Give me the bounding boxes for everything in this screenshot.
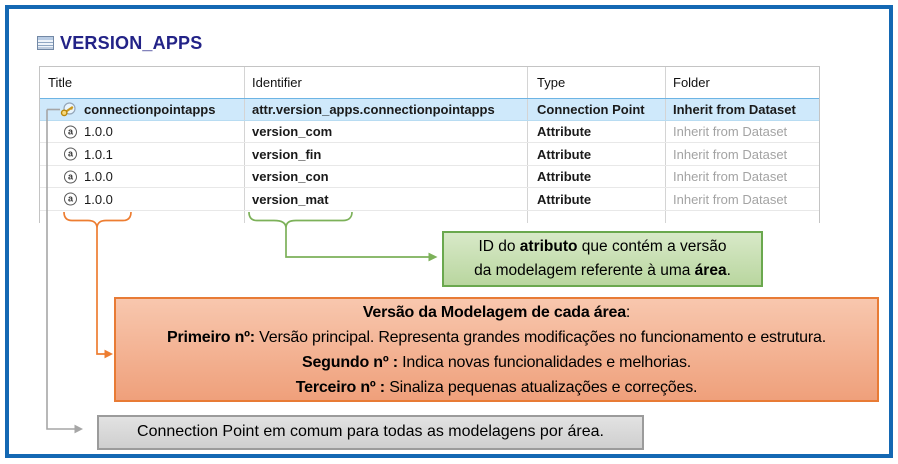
cell-type: Connection Point [528, 99, 666, 120]
cell-title: 1.0.0 [84, 124, 113, 139]
table-row-version-mat[interactable]: a 1.0.0 version_mat Attribute Inherit fr… [40, 188, 819, 211]
cell-folder: Inherit from Dataset [673, 124, 788, 139]
connection-point-key-icon [60, 101, 76, 116]
orange-arrowhead [104, 349, 113, 359]
table-row-version-fin[interactable]: a 1.0.1 version_fin Attribute Inherit fr… [40, 143, 819, 166]
cell-folder: Inherit from Dataset [673, 169, 788, 184]
cell-folder: Inherit from Dataset [673, 146, 788, 162]
table-title-bar: VERSION_APPS [37, 33, 202, 54]
page-title: VERSION_APPS [60, 33, 203, 53]
green-arrowhead [428, 252, 438, 262]
attribute-table: Title Identifier Type Folder connectionp… [39, 66, 820, 223]
cell-title: 1.0.0 [84, 169, 113, 184]
cell-title: connectionpointapps [84, 102, 216, 117]
table-row-version-con[interactable]: a 1.0.0 version_con Attribute Inherit fr… [40, 166, 819, 188]
attribute-icon: a [64, 125, 77, 138]
table-header-row: Title Identifier Type Folder [40, 67, 819, 98]
cell-type: Attribute [528, 188, 666, 210]
attribute-icon: a [64, 147, 77, 161]
column-header-type[interactable]: Type [528, 67, 666, 98]
cell-identifier: version_con [245, 166, 528, 187]
cell-title: 1.0.1 [84, 146, 113, 162]
cell-folder: Inherit from Dataset [673, 191, 788, 207]
column-header-folder[interactable]: Folder [673, 75, 710, 90]
gray-note-connection-point: Connection Point em comum para todas as … [97, 415, 644, 450]
table-row-connectionpoint[interactable]: connectionpointapps attr.version_apps.co… [40, 98, 819, 121]
cell-identifier: version_com [245, 121, 528, 142]
orange-connector-line [96, 228, 105, 355]
cell-type: Attribute [528, 166, 666, 187]
cell-type: Attribute [528, 143, 666, 165]
cell-folder: Inherit from Dataset [673, 102, 796, 117]
cell-identifier: attr.version_apps.connectionpointapps [245, 99, 528, 120]
orange-note-version-scheme: Versão da Modelagem de cada área:Primeir… [114, 297, 879, 402]
cell-identifier: version_fin [245, 143, 528, 165]
gray-arrowhead [74, 424, 83, 434]
outer-frame: VERSION_APPS Title Identifier Type Folde… [5, 5, 893, 458]
table-icon [37, 36, 54, 50]
table-empty-strip [40, 211, 819, 223]
attribute-icon: a [64, 170, 77, 183]
column-header-title[interactable]: Title [40, 67, 245, 98]
column-header-identifier[interactable]: Identifier [245, 67, 528, 98]
cell-identifier: version_mat [245, 188, 528, 210]
green-connector-line [285, 228, 429, 258]
attribute-icon: a [64, 192, 77, 206]
cell-title: 1.0.0 [84, 191, 113, 207]
table-row-version-com[interactable]: a 1.0.0 version_com Attribute Inherit fr… [40, 121, 819, 143]
cell-type: Attribute [528, 121, 666, 142]
